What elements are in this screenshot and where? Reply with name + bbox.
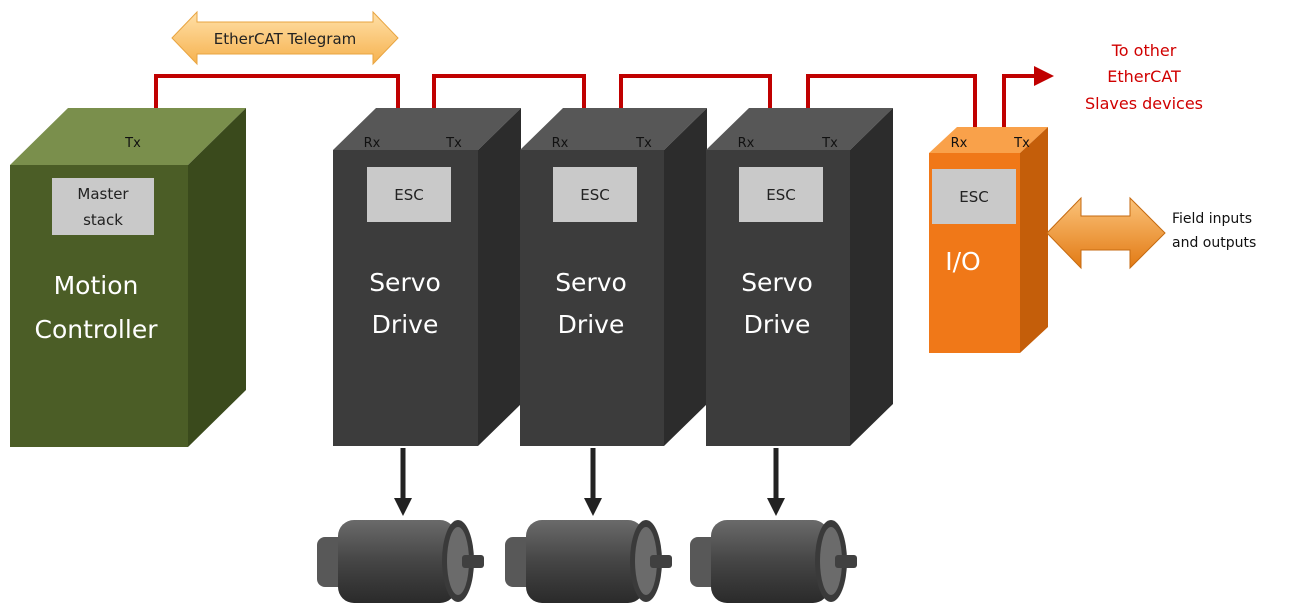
esc-box bbox=[739, 167, 823, 222]
telegram-label: EtherCAT Telegram bbox=[214, 30, 357, 48]
drive-side bbox=[850, 108, 893, 446]
drive-tx-label: Tx bbox=[821, 136, 838, 151]
drive-tx-label: Tx bbox=[635, 136, 652, 151]
esc-label: ESC bbox=[766, 186, 795, 204]
drive-rx-label: Rx bbox=[738, 136, 755, 151]
motor-1 bbox=[317, 520, 484, 603]
master-stack-line1: Master bbox=[77, 185, 129, 203]
other-slaves-line1: To other bbox=[1111, 41, 1177, 60]
telegram-arrow: EtherCAT Telegram bbox=[171, 10, 399, 66]
controller-side bbox=[188, 108, 246, 447]
controller-top bbox=[10, 108, 246, 165]
motion-controller: Tx Master stack Motion Controller bbox=[10, 108, 246, 447]
esc-label: ESC bbox=[394, 186, 423, 204]
master-stack-line2: stack bbox=[83, 211, 123, 229]
drive-top bbox=[706, 108, 893, 150]
io-title: I/O bbox=[945, 247, 980, 276]
master-stack-box bbox=[52, 178, 154, 235]
io-rx-label: Rx bbox=[951, 136, 968, 151]
servo-drive-2: Rx Tx ESC Servo Drive bbox=[520, 108, 707, 446]
other-slaves-line3: Slaves devices bbox=[1085, 94, 1203, 113]
controller-title-line1: Motion bbox=[54, 271, 139, 300]
servo-drive-3: Rx Tx ESC Servo Drive bbox=[706, 108, 893, 446]
motor-2 bbox=[505, 520, 672, 603]
drive-title-line2: Drive bbox=[558, 310, 625, 339]
esc-label: ESC bbox=[959, 188, 988, 206]
esc-box bbox=[553, 167, 637, 222]
drive-side bbox=[664, 108, 707, 446]
drive-title-line2: Drive bbox=[744, 310, 811, 339]
drive-title-line1: Servo bbox=[555, 268, 627, 297]
io-top bbox=[929, 127, 1048, 153]
io-module: Rx Tx ESC I/O bbox=[929, 127, 1048, 353]
drive-rx-label: Rx bbox=[364, 136, 381, 151]
drive-rx-label: Rx bbox=[552, 136, 569, 151]
drive-side bbox=[478, 108, 521, 446]
motor-arrows bbox=[394, 448, 785, 516]
controller-title-line2: Controller bbox=[35, 315, 159, 344]
io-tx-label: Tx bbox=[1013, 136, 1030, 151]
field-io-arrow bbox=[1046, 196, 1166, 270]
controller-tx-label: Tx bbox=[124, 136, 141, 151]
drive-top bbox=[333, 108, 521, 150]
drive-top bbox=[520, 108, 707, 150]
field-label-line1: Field inputs bbox=[1172, 211, 1252, 227]
motor-3 bbox=[690, 520, 857, 603]
drive-title-line1: Servo bbox=[741, 268, 813, 297]
drive-tx-label: Tx bbox=[445, 136, 462, 151]
servo-drive-1: Rx Tx ESC Servo Drive bbox=[333, 108, 521, 446]
field-label-line2: and outputs bbox=[1172, 235, 1256, 251]
esc-box bbox=[367, 167, 451, 222]
io-side bbox=[1020, 127, 1048, 353]
esc-label: ESC bbox=[580, 186, 609, 204]
other-slaves-line2: EtherCAT bbox=[1107, 67, 1181, 86]
drive-title-line2: Drive bbox=[372, 310, 439, 339]
esc-box bbox=[932, 169, 1016, 224]
drive-title-line1: Servo bbox=[369, 268, 441, 297]
